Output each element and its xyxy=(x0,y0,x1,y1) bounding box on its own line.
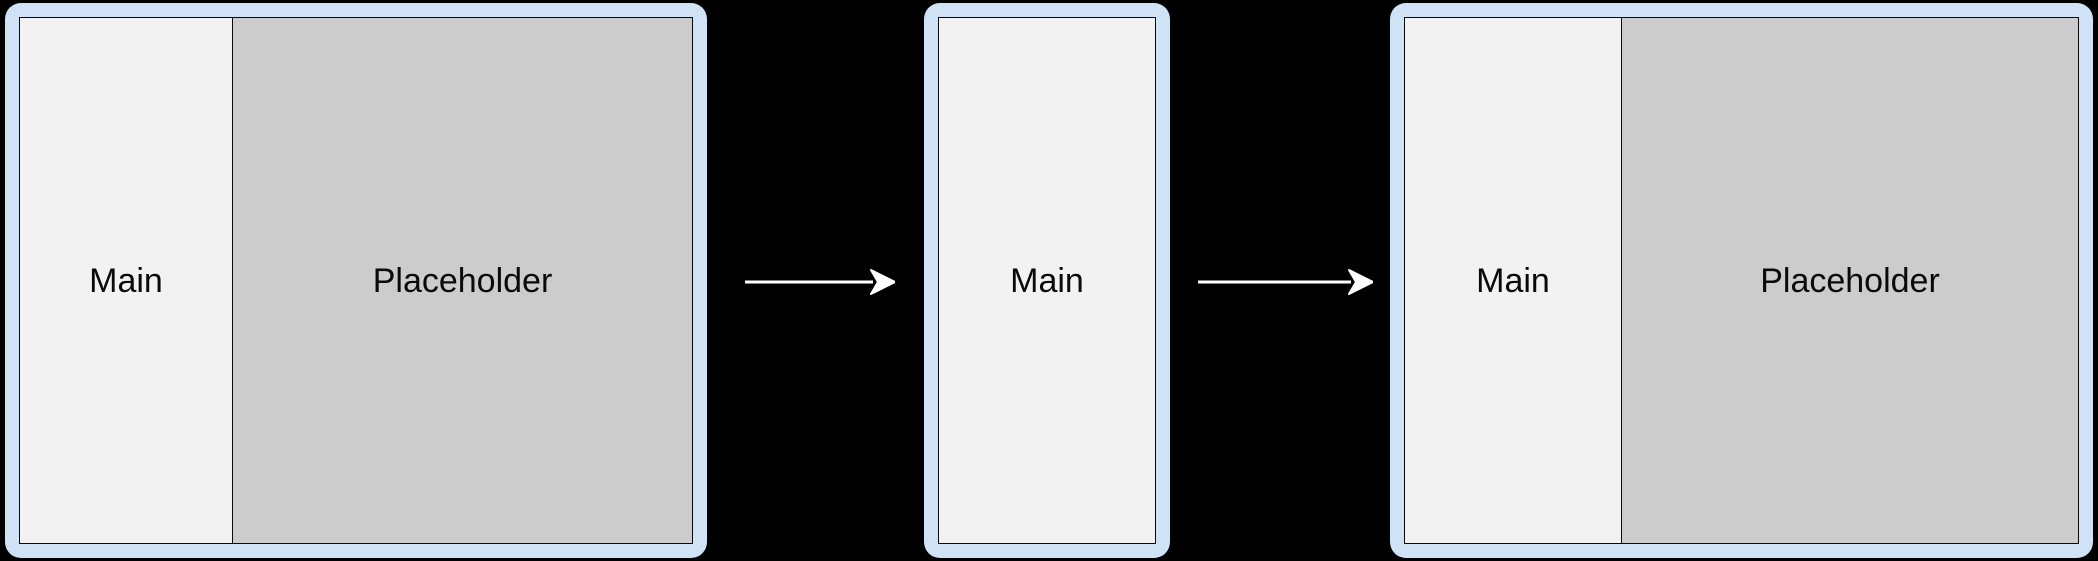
transition-arrow-1 xyxy=(745,262,895,302)
panel-3-region-placeholder[interactable]: Placeholder xyxy=(1621,18,2078,543)
panel-1-region-placeholder[interactable]: Placeholder xyxy=(232,18,692,543)
window-panel-2[interactable]: Main xyxy=(924,3,1170,558)
window-panel-3[interactable]: Main Placeholder xyxy=(1390,3,2093,558)
transition-arrow-2 xyxy=(1198,262,1373,302)
window-panel-1-content: Main Placeholder xyxy=(19,17,693,544)
window-panel-2-content: Main xyxy=(938,17,1156,544)
panel-1-region-main[interactable]: Main xyxy=(20,18,232,543)
panel-2-region-main[interactable]: Main xyxy=(939,18,1155,543)
window-panel-3-content: Main Placeholder xyxy=(1404,17,2079,544)
window-panel-1[interactable]: Main Placeholder xyxy=(5,3,707,558)
panel-3-region-main[interactable]: Main xyxy=(1405,18,1621,543)
